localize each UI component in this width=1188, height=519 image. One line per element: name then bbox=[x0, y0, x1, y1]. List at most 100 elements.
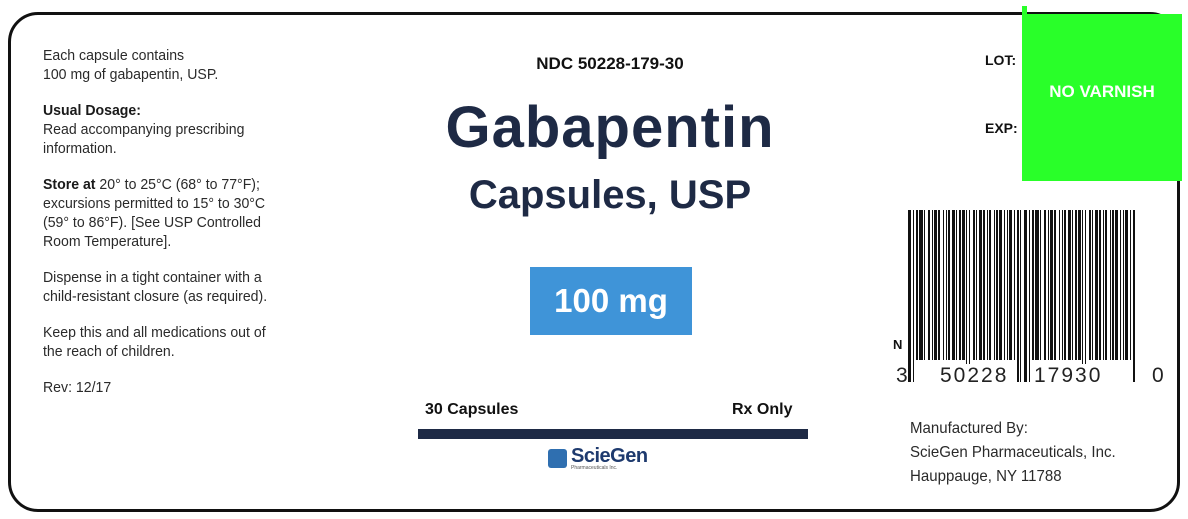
barcode-bar bbox=[1068, 210, 1071, 360]
dosage-line-1: Read accompanying prescribing bbox=[43, 121, 245, 138]
barcode-bar bbox=[1044, 210, 1046, 360]
lot-label: LOT: bbox=[985, 52, 1017, 68]
barcode-bar bbox=[999, 210, 1002, 360]
barcode-bar bbox=[948, 210, 950, 360]
upc-barcode bbox=[908, 210, 1135, 382]
storage-heading: Store at bbox=[43, 176, 96, 193]
sciegen-logo: ScieGen Pharmaceuticals Inc. bbox=[548, 446, 648, 471]
barcode-bar bbox=[1032, 210, 1034, 360]
barcode-bar bbox=[1024, 210, 1027, 382]
keep-away-block: Keep this and all medications out of the… bbox=[43, 323, 353, 361]
barcode-bar bbox=[1054, 210, 1056, 360]
barcode-bar bbox=[1017, 210, 1019, 382]
keep-line-1: Keep this and all medications out of bbox=[43, 324, 266, 341]
barcode-bar bbox=[973, 210, 975, 360]
barcode-bar bbox=[1009, 210, 1012, 360]
keep-line-2: the reach of children. bbox=[43, 343, 175, 360]
strength-badge: 100 mg bbox=[530, 267, 692, 335]
dosage-block: Usual Dosage: Read accompanying prescrib… bbox=[43, 101, 353, 158]
barcode-bar bbox=[987, 210, 988, 360]
barcode-bar bbox=[996, 210, 998, 360]
barcode-bar bbox=[962, 210, 965, 360]
logo-name: ScieGen bbox=[571, 445, 648, 467]
storage-block: Store at 20° to 25°C (68° to 77°F); excu… bbox=[43, 175, 353, 251]
dispense-line-2: child-resistant closure (as required). bbox=[43, 288, 268, 305]
barcode-bar bbox=[919, 210, 923, 360]
manufacturer-heading: Manufactured By: bbox=[910, 420, 1028, 437]
barcode-bar bbox=[956, 210, 957, 360]
dosage-heading: Usual Dosage: bbox=[43, 102, 141, 119]
barcode-bar bbox=[924, 210, 925, 360]
barcode-digit-check: 0 bbox=[1152, 364, 1164, 388]
barcode-bar bbox=[913, 210, 914, 382]
barcode-bar bbox=[928, 210, 930, 360]
no-varnish-tick bbox=[1022, 6, 1027, 20]
barcode-bar bbox=[1103, 210, 1104, 360]
barcode-bar bbox=[952, 210, 955, 360]
contents-block: Each capsule contains 100 mg of gabapent… bbox=[43, 46, 353, 84]
barcode-bar bbox=[1062, 210, 1063, 360]
rx-only-label: Rx Only bbox=[732, 401, 793, 418]
barcode-bar bbox=[976, 210, 977, 360]
barcode-bar bbox=[966, 210, 967, 382]
barcode-bar bbox=[1089, 210, 1091, 360]
barcode-bar bbox=[1007, 210, 1008, 360]
barcode-bar bbox=[1095, 210, 1098, 360]
logo-subtext: Pharmaceuticals Inc. bbox=[571, 465, 618, 471]
barcode-bar bbox=[1125, 210, 1128, 360]
barcode-bar bbox=[1059, 210, 1060, 360]
storage-line-3: (59° to 86°F). [See USP Controlled bbox=[43, 214, 261, 231]
ndc-number: NDC 50228-179-30 bbox=[536, 54, 684, 73]
barcode-bar bbox=[1085, 210, 1086, 382]
barcode-bar bbox=[1020, 210, 1021, 382]
barcode-bar bbox=[969, 210, 970, 382]
barcode-bar bbox=[1133, 210, 1135, 382]
barcode-bar bbox=[1110, 210, 1111, 360]
barcode-bar bbox=[983, 210, 985, 360]
barcode-bar bbox=[1035, 210, 1039, 360]
barcode-bar bbox=[989, 210, 991, 360]
barcode-bar bbox=[959, 210, 961, 360]
barcode-bar bbox=[1123, 210, 1124, 360]
barcode-bar bbox=[1112, 210, 1114, 360]
barcode-bar bbox=[979, 210, 982, 360]
manufacturer-block: Manufactured By: ScieGen Pharmaceuticals… bbox=[910, 417, 1116, 489]
barcode-bar bbox=[1082, 210, 1083, 382]
contents-line-2: 100 mg of gabapentin, USP. bbox=[43, 66, 219, 83]
barcode-bar bbox=[938, 210, 940, 360]
barcode-bar bbox=[1072, 210, 1073, 360]
barcode-digit-first: 3 bbox=[896, 364, 908, 388]
storage-line-1: 20° to 25°C (68° to 77°F); bbox=[95, 176, 260, 193]
logo-mark-icon bbox=[548, 449, 567, 468]
barcode-digits-left: 50228 bbox=[940, 364, 1009, 388]
barcode-bar bbox=[994, 210, 995, 360]
manufacturer-name: ScieGen Pharmaceuticals, Inc. bbox=[910, 444, 1116, 461]
dispense-block: Dispense in a tight container with a chi… bbox=[43, 268, 353, 306]
dosage-form-subtitle: Capsules, USP bbox=[468, 173, 752, 217]
barcode-bar bbox=[1014, 210, 1015, 360]
label-border bbox=[8, 12, 1180, 512]
barcode-bar bbox=[1130, 210, 1131, 360]
barcode-digits-right: 17930 bbox=[1034, 364, 1103, 388]
no-varnish-box: NO VARNISH bbox=[1022, 14, 1182, 181]
manufacturer-city: Hauppauge, NY 11788 bbox=[910, 468, 1062, 485]
contents-line-1: Each capsule contains bbox=[43, 47, 185, 64]
barcode-bar bbox=[1064, 210, 1066, 360]
drug-name-title: Gabapentin bbox=[445, 95, 775, 160]
divider-bar bbox=[418, 429, 808, 439]
barcode-bar bbox=[1075, 210, 1077, 360]
barcode-bar bbox=[1004, 210, 1005, 360]
barcode-n-marker: N bbox=[893, 337, 903, 352]
barcode-bar bbox=[1120, 210, 1121, 360]
dosage-line-2: information. bbox=[43, 140, 117, 157]
barcode-bar bbox=[1099, 210, 1101, 360]
barcode-bar bbox=[1115, 210, 1118, 360]
barcode-bar bbox=[908, 210, 911, 382]
barcode-bar bbox=[946, 210, 947, 360]
barcode-bar bbox=[1078, 210, 1081, 360]
revision-text: Rev: 12/17 bbox=[43, 379, 112, 396]
exp-label: EXP: bbox=[985, 120, 1018, 136]
barcode-bar bbox=[1040, 210, 1041, 360]
barcode-bar bbox=[932, 210, 933, 360]
barcode-bar bbox=[934, 210, 937, 360]
